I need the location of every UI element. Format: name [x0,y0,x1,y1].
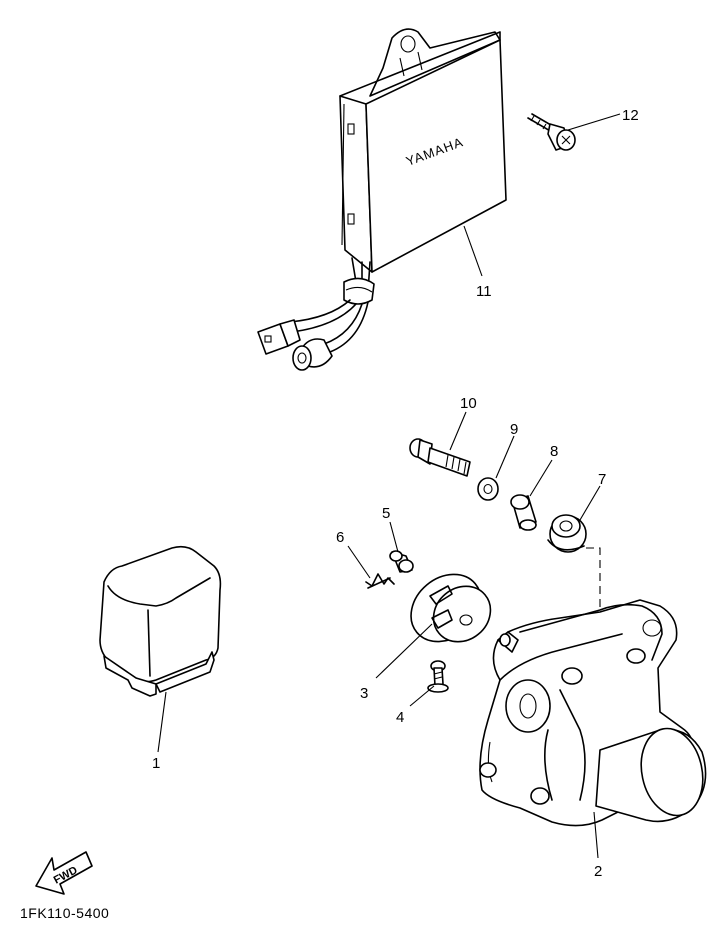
callout-3: 3 [360,685,368,702]
callout-10: 10 [460,395,477,412]
callout-6: 6 [336,529,344,546]
callout-9: 9 [510,421,518,438]
callout-1: 1 [152,755,160,772]
part-3-rotor [410,573,492,643]
part-2-housing [479,599,707,827]
part-7-grommet [547,514,587,553]
part-12-screw [527,113,576,151]
part-11-control-unit: YAMAHA [257,28,507,371]
part-1-relay [99,545,222,697]
callout-2: 2 [594,863,602,880]
callout-12: 12 [622,107,639,124]
callout-5: 5 [382,505,390,522]
part-4-screw [427,660,449,693]
fwd-label: FWD [52,864,80,886]
part-10-bolt [409,438,471,477]
callout-7: 7 [598,471,606,488]
part-9-washer [477,477,499,501]
callout-4: 4 [396,709,404,726]
part-8-collar [510,494,537,531]
diagram-code: 1FK110-5400 [20,905,109,921]
leader-lines [157,113,621,859]
callout-11: 11 [476,283,492,300]
callout-8: 8 [550,443,558,460]
part-5-pin [389,550,414,573]
fwd-arrow-icon: FWD [35,851,93,895]
assembly-guide-line [586,547,601,608]
part-6-clip [365,573,395,589]
